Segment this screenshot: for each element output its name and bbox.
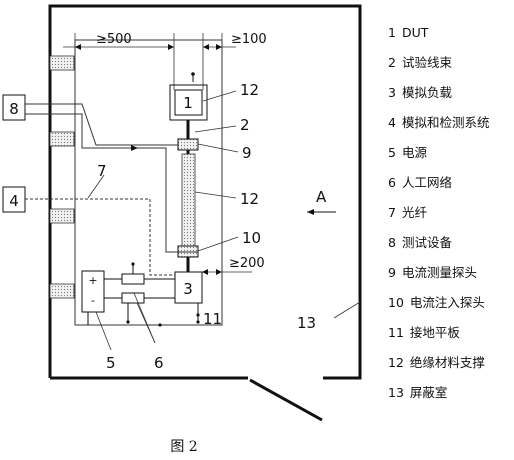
label-6: 6: [154, 354, 164, 372]
label-11: 11: [203, 310, 222, 328]
label-4: 4: [9, 192, 19, 210]
figure-caption: 图 2: [170, 439, 198, 455]
label-plus: +: [88, 274, 97, 287]
label-minus: -: [91, 294, 95, 307]
dim-label-100: ≥100: [231, 32, 267, 47]
artificial-network-1: [121, 273, 145, 285]
shield-room-door: [249, 378, 323, 422]
label-2: 2: [240, 116, 250, 134]
current-measurement-probe: [177, 138, 199, 151]
wall-feedthrough: [49, 283, 75, 299]
wall-feedthrough: [49, 208, 75, 224]
load-simulator-box: [174, 271, 203, 304]
label-12-top: 12: [240, 81, 259, 99]
label-5: 5: [106, 354, 116, 372]
label-12-mid: 12: [240, 190, 259, 208]
label-13: 13: [297, 314, 316, 332]
shield-room-wall: [48, 4, 362, 380]
label-a: A: [316, 188, 327, 206]
optical-fibre: [25, 198, 175, 276]
label-9: 9: [242, 144, 252, 162]
artificial-network-2: [121, 292, 145, 304]
test-equipment-box: [2, 94, 26, 121]
label-7: 7: [97, 162, 107, 180]
ground-plane: [74, 39, 223, 326]
insulating-support: [181, 153, 196, 247]
wall-feedthrough: [49, 55, 75, 71]
dim-label-500: ≥500: [96, 32, 132, 47]
wall-feedthrough: [49, 131, 75, 147]
dim-label-200: ≥200: [229, 256, 265, 271]
label-10: 10: [242, 229, 261, 247]
label-1: 1: [183, 94, 193, 112]
label-3: 3: [183, 280, 193, 298]
dut-box: [174, 89, 203, 116]
label-8: 8: [9, 100, 19, 118]
power-supply-box: [81, 270, 105, 313]
